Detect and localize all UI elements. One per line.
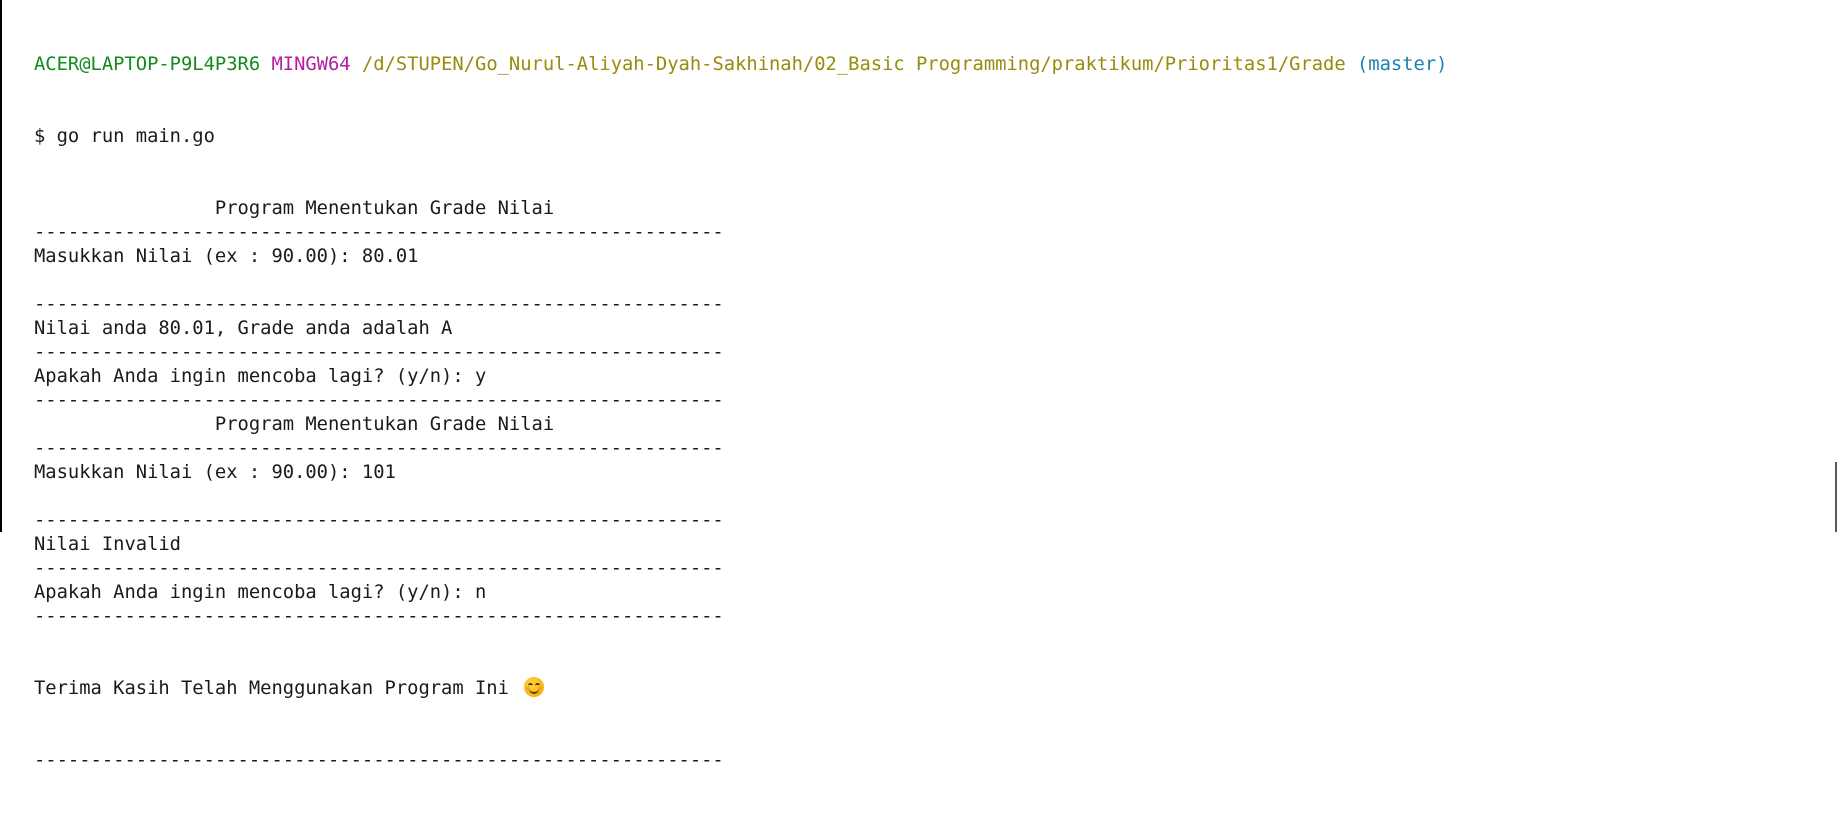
output-line: Apakah Anda ingin mencoba lagi? (y/n): n	[34, 582, 487, 603]
scrollbar-thumb[interactable]	[1835, 462, 1837, 532]
prompt-host: MINGW64	[271, 54, 351, 75]
separator-line: ----------------------------------------…	[34, 606, 724, 627]
output-line: Apakah Anda ingin mencoba lagi? (y/n): y	[34, 366, 487, 387]
prompt-line: ACER@LAPTOP-P9L4P3R6 MINGW64 /d/STUPEN/G…	[34, 53, 1447, 77]
separator-line: ----------------------------------------…	[34, 558, 724, 579]
prompt-path: /d/STUPEN/Go_Nurul-Aliyah-Dyah-Sakhinah/…	[361, 54, 1346, 75]
terminal-output: ACER@LAPTOP-P9L4P3R6 MINGW64 /d/STUPEN/G…	[34, 5, 1447, 821]
separator-line: ----------------------------------------…	[34, 294, 724, 315]
output-line: Program Menentukan Grade Nilai	[34, 414, 555, 435]
closing-text: Terima Kasih Telah Menggunakan Program I…	[34, 678, 509, 699]
output-lines: Program Menentukan Grade Nilai ----------…	[34, 197, 1447, 629]
output-line: Masukkan Nilai (ex : 90.00): 80.01	[34, 246, 419, 267]
smiling-face-emoji-icon	[524, 677, 545, 697]
command-line: $ go run main.go	[34, 126, 215, 147]
output-line: Nilai Invalid	[34, 534, 181, 555]
blank-line	[34, 269, 1447, 293]
final-separator: ----------------------------------------…	[34, 750, 724, 771]
output-line: Masukkan Nilai (ex : 90.00): 101	[34, 462, 396, 483]
closing-line: Terima Kasih Telah Menggunakan Program I…	[34, 677, 1447, 701]
separator-line: ----------------------------------------…	[34, 510, 724, 531]
output-line: Nilai anda 80.01, Grade anda adalah A	[34, 318, 453, 339]
separator-line: ----------------------------------------…	[34, 390, 724, 411]
separator-line: ----------------------------------------…	[34, 342, 724, 363]
prompt-branch: (master)	[1356, 54, 1448, 75]
separator-line: ----------------------------------------…	[34, 438, 724, 459]
terminal-window[interactable]: ACER@LAPTOP-P9L4P3R6 MINGW64 /d/STUPEN/G…	[0, 0, 1837, 771]
blank-line	[34, 485, 1447, 509]
prompt-user: ACER@LAPTOP-P9L4P3R6	[34, 54, 261, 75]
separator-line: ----------------------------------------…	[34, 222, 724, 243]
output-line: Program Menentukan Grade Nilai	[34, 198, 555, 219]
